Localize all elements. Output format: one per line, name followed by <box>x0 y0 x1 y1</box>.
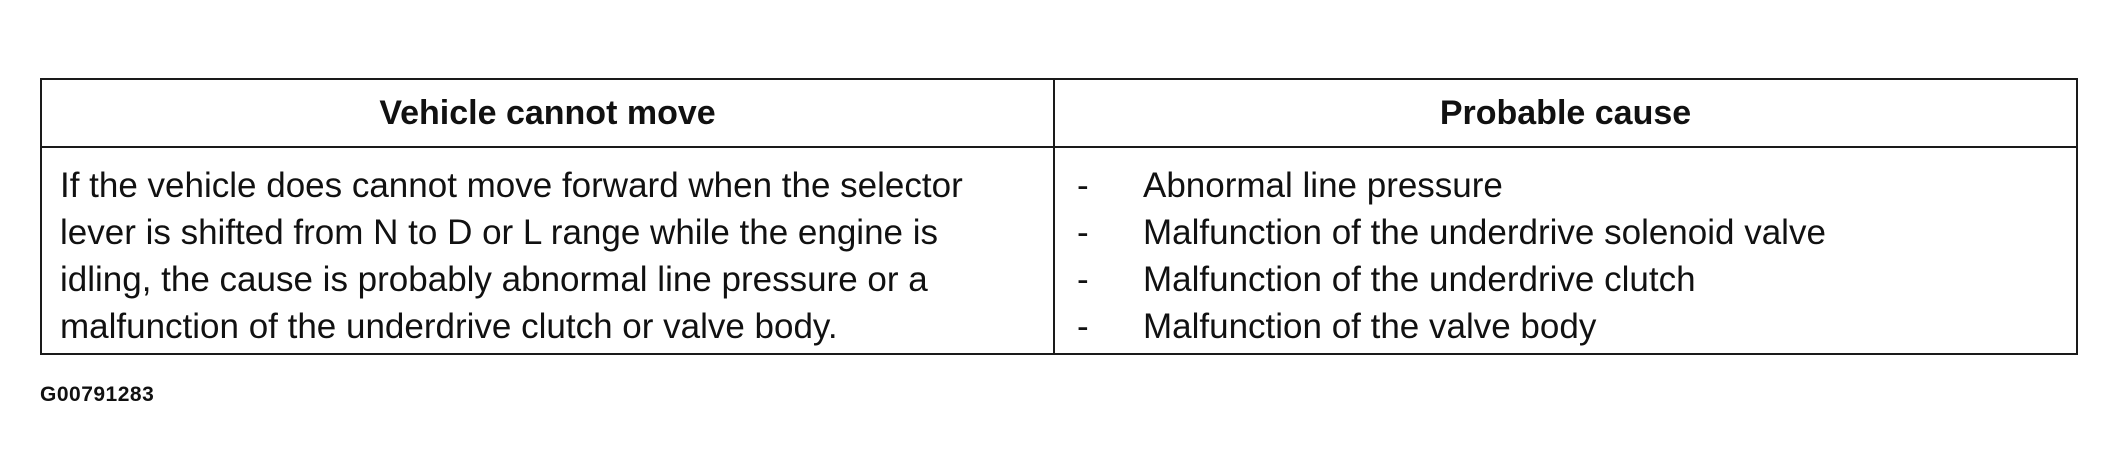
bullet-dash: - <box>1077 212 1089 252</box>
probable-cause-list: - Abnormal line pressure - Malfunction o… <box>1053 146 2078 355</box>
diagnosis-table: Vehicle cannot move Probable cause If th… <box>40 78 2078 355</box>
description-line: malfunction of the underdrive clutch or … <box>60 307 838 346</box>
description-line: If the vehicle does cannot move forward … <box>60 166 963 205</box>
cause-text: Malfunction of the underdrive solenoid v… <box>1143 212 1826 252</box>
list-item: - Malfunction of the underdrive clutch <box>1055 256 2076 303</box>
cause-text: Malfunction of the valve body <box>1143 306 1597 346</box>
cause-text: Malfunction of the underdrive clutch <box>1143 259 1696 299</box>
header-probable-cause: Probable cause <box>1053 78 2078 148</box>
description-line: idling, the cause is probably abnormal l… <box>60 260 928 299</box>
cause-text: Abnormal line pressure <box>1143 165 1503 205</box>
list-item: - Malfunction of the valve body <box>1055 303 2076 350</box>
figure-id: G00791283 <box>40 383 155 406</box>
header-symptom: Vehicle cannot move <box>40 78 1055 148</box>
bullet-dash: - <box>1077 165 1089 205</box>
table-row: If the vehicle does cannot move forward … <box>40 146 2078 355</box>
bullet-dash: - <box>1077 259 1089 299</box>
symptom-description: If the vehicle does cannot move forward … <box>40 146 1055 355</box>
bullet-dash: - <box>1077 306 1089 346</box>
header-row: Vehicle cannot move Probable cause <box>40 78 2078 148</box>
list-item: - Abnormal line pressure <box>1055 162 2076 209</box>
description-line: lever is shifted from N to D or L range … <box>60 213 939 252</box>
list-item: - Malfunction of the underdrive solenoid… <box>1055 209 2076 256</box>
